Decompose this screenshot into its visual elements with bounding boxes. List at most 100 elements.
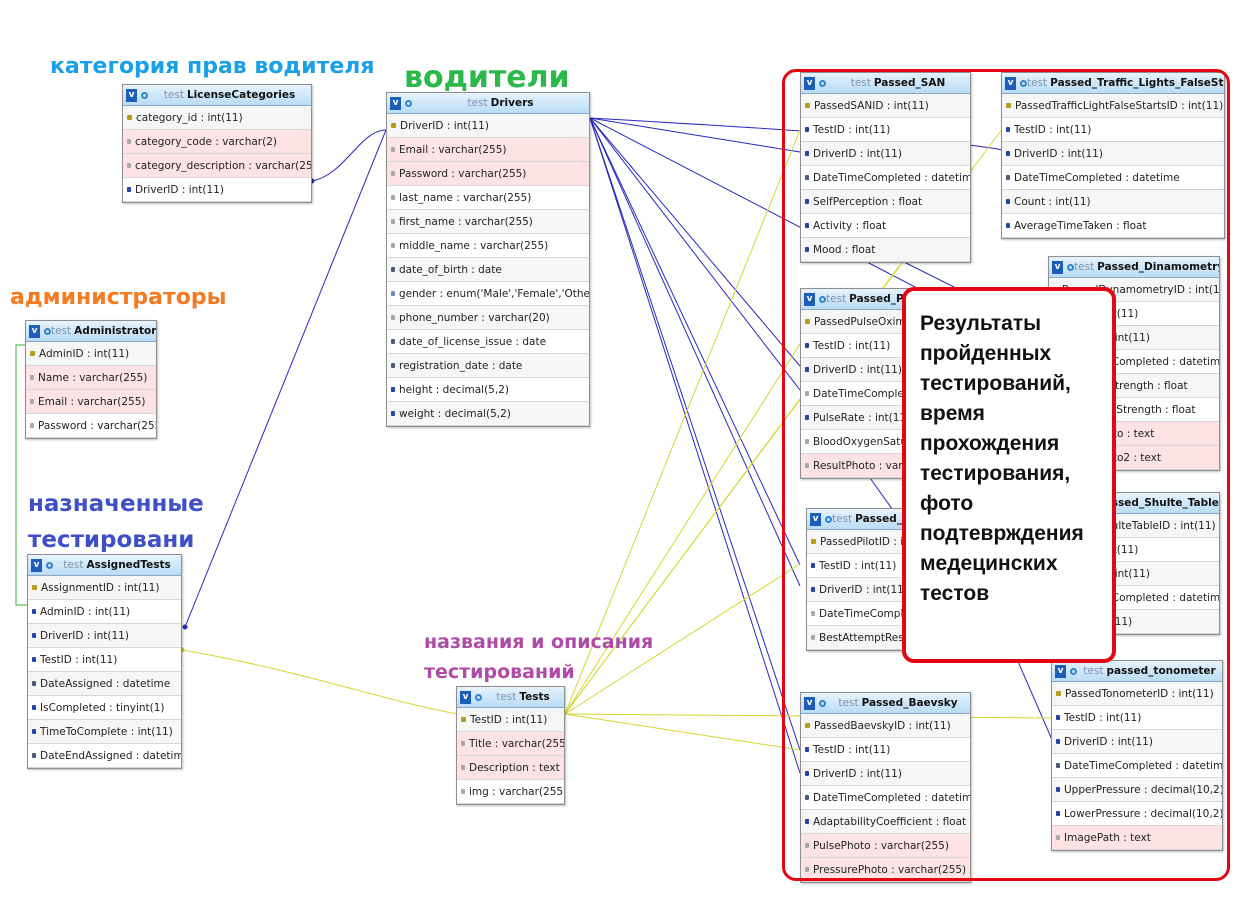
collapse-icon[interactable]: v xyxy=(1005,76,1016,90)
table-field[interactable]: Password : varchar(255) xyxy=(26,414,156,438)
table-field[interactable]: Mood : float xyxy=(801,238,970,262)
table-field[interactable]: BloodOxygenSatu xyxy=(801,430,911,454)
table-field[interactable]: category_id : int(11) xyxy=(123,106,311,130)
options-icon[interactable] xyxy=(819,699,826,707)
options-icon[interactable] xyxy=(819,79,826,87)
table-field[interactable]: Name : varchar(255) xyxy=(26,366,156,390)
table-field[interactable]: date_of_license_issue : date xyxy=(387,330,589,354)
table-field[interactable]: Description : text xyxy=(457,756,564,780)
table-field[interactable]: weight : decimal(5,2) xyxy=(387,402,589,426)
collapse-icon[interactable]: v xyxy=(126,88,137,102)
options-icon[interactable] xyxy=(44,327,51,335)
collapse-icon[interactable]: v xyxy=(1052,260,1063,274)
table-field[interactable]: LowerPressure : decimal(10,2) xyxy=(1052,802,1222,826)
collapse-icon[interactable]: v xyxy=(390,96,401,110)
table-field[interactable]: category_code : varchar(2) xyxy=(123,130,311,154)
table-field[interactable]: DriverID : int(11) xyxy=(1052,730,1222,754)
table-field[interactable]: DriverID : int(11) xyxy=(387,114,589,138)
table-field[interactable]: PassedTrafficLightFalseStartsID : int(11… xyxy=(1002,94,1224,118)
table-field[interactable]: DriverID : int(11) xyxy=(807,578,911,602)
options-icon[interactable] xyxy=(46,561,53,569)
table-field[interactable]: TestID : int(11) xyxy=(1052,706,1222,730)
table-field[interactable]: TestID : int(11) xyxy=(801,738,970,762)
options-icon[interactable] xyxy=(405,99,412,107)
options-icon[interactable] xyxy=(1020,79,1027,87)
table-field[interactable]: TestID : int(11) xyxy=(457,708,564,732)
table-field[interactable]: DateTimeComplet xyxy=(801,382,911,406)
table-field[interactable]: DateAssigned : datetime xyxy=(28,672,181,696)
table-field[interactable]: DateTimeCompleted : datetime xyxy=(801,786,970,810)
table-field[interactable]: DriverID : int(11) xyxy=(801,142,970,166)
table-field[interactable]: Password : varchar(255) xyxy=(387,162,589,186)
table-field[interactable]: SelfPerception : float xyxy=(801,190,970,214)
table-field[interactable]: Email : varchar(255) xyxy=(26,390,156,414)
table-field[interactable]: DateTimeCompleted : datetime xyxy=(1002,166,1224,190)
table-field[interactable]: height : decimal(5,2) xyxy=(387,378,589,402)
table-field[interactable]: last_name : varchar(255) xyxy=(387,186,589,210)
table-field[interactable]: registration_date : date xyxy=(387,354,589,378)
table-field[interactable]: DriverID : int(11) xyxy=(1002,142,1224,166)
table-field[interactable]: DateTimeCompleted : datetime xyxy=(1052,754,1222,778)
collapse-icon[interactable]: v xyxy=(810,512,821,526)
options-icon[interactable] xyxy=(1067,263,1074,271)
table-field[interactable]: TestID : int(11) xyxy=(807,554,911,578)
table-field[interactable]: DriverID : int(11) xyxy=(801,358,911,382)
table-field[interactable]: phone_number : varchar(20) xyxy=(387,306,589,330)
table-field[interactable]: AdaptabilityCoefficient : float xyxy=(801,810,970,834)
collapse-icon[interactable]: v xyxy=(804,292,815,306)
table-field[interactable]: DateTimeComple xyxy=(807,602,911,626)
table-field[interactable]: Title : varchar(255) xyxy=(457,732,564,756)
table-field[interactable]: BestAttemptResu xyxy=(807,626,911,650)
table-field[interactable]: Activity : float xyxy=(801,214,970,238)
options-icon[interactable] xyxy=(819,295,826,303)
table-field[interactable]: PassedPulseOxim xyxy=(801,310,911,334)
table-field[interactable]: AssignmentID : int(11) xyxy=(28,576,181,600)
table-field[interactable]: DriverID : int(11) xyxy=(801,762,970,786)
table-field[interactable]: img : varchar(255) xyxy=(457,780,564,804)
table-field[interactable]: PassedBaevskyID : int(11) xyxy=(801,714,970,738)
table-field[interactable]: TimeToComplete : int(11) xyxy=(28,720,181,744)
table-field[interactable]: DateTimeCompleted : datetime xyxy=(801,166,970,190)
collapse-icon[interactable]: v xyxy=(1055,664,1066,678)
collapse-icon[interactable]: v xyxy=(804,76,815,90)
table-field[interactable]: first_name : varchar(255) xyxy=(387,210,589,234)
table-field[interactable]: AverageTimeTaken : float xyxy=(1002,214,1224,238)
table-field[interactable]: DriverID : int(11) xyxy=(28,624,181,648)
options-icon[interactable] xyxy=(141,91,148,99)
table-field[interactable]: Email : varchar(255) xyxy=(387,138,589,162)
table-field[interactable]: TestID : int(11) xyxy=(801,334,911,358)
table-field[interactable]: AdminID : int(11) xyxy=(28,600,181,624)
table-field[interactable]: gender : enum('Male','Female','Other') xyxy=(387,282,589,306)
table-field[interactable]: Count : int(11) xyxy=(1002,190,1224,214)
table-field[interactable]: IsCompleted : tinyint(1) xyxy=(28,696,181,720)
table-passed-traffic-lights[interactable]: vtestPassed_Traffic_Lights_FalseStartsPa… xyxy=(1001,72,1225,239)
table-field[interactable]: TestID : int(11) xyxy=(801,118,970,142)
table-field[interactable]: PulsePhoto : varchar(255) xyxy=(801,834,970,858)
table-field[interactable]: category_description : varchar(255) xyxy=(123,154,311,178)
table-field[interactable]: date_of_birth : date xyxy=(387,258,589,282)
table-field[interactable]: DriverID : int(11) xyxy=(123,178,311,202)
table-field[interactable]: UpperPressure : decimal(10,2) xyxy=(1052,778,1222,802)
collapse-icon[interactable]: v xyxy=(29,324,40,338)
table-field[interactable]: TestID : int(11) xyxy=(1002,118,1224,142)
